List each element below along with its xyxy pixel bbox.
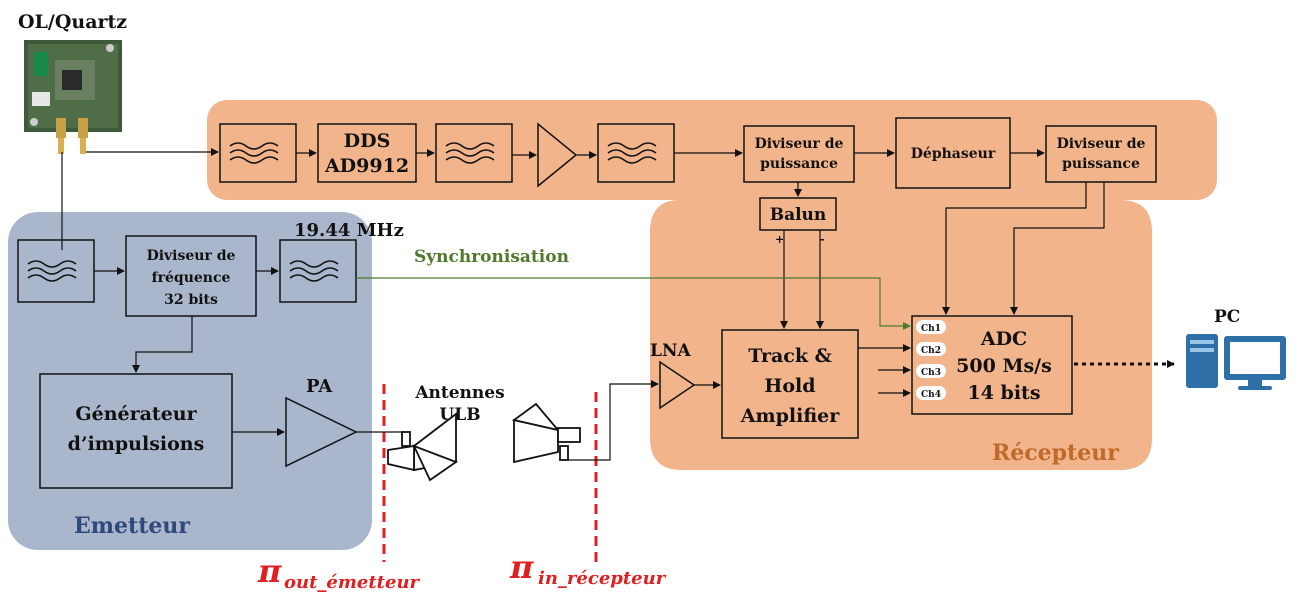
recepteur-label: Récepteur bbox=[992, 440, 1119, 466]
connections bbox=[61, 148, 1105, 461]
div-frequence-line2: fréquence bbox=[152, 270, 231, 286]
balun-label: Balun bbox=[770, 205, 827, 225]
plane-in-subscript: in_récepteur bbox=[538, 568, 667, 589]
lna-label: LNA bbox=[650, 341, 691, 361]
diviseur-frequence-block bbox=[125, 235, 257, 317]
ol-quartz-label: OL/Quartz bbox=[18, 11, 127, 33]
diviseur-puissance-2 bbox=[1045, 125, 1157, 183]
filter-emetteur-1 bbox=[17, 239, 95, 303]
pa-label: PA bbox=[306, 376, 333, 397]
freq-label: 19.44 MHz bbox=[294, 220, 404, 241]
plane-out-subscript: out_émetteur bbox=[284, 572, 421, 593]
adc-line2: 500 Ms/s bbox=[956, 355, 1052, 377]
antennes-line1: Antennes bbox=[414, 383, 504, 403]
filter-3 bbox=[597, 123, 675, 183]
sync-label: Synchronisation bbox=[414, 247, 569, 267]
ch3-label: Ch3 bbox=[921, 368, 941, 378]
lna-triangle bbox=[659, 360, 696, 410]
ch4-label: Ch4 bbox=[921, 390, 941, 400]
balun-minus: - bbox=[820, 233, 825, 246]
adc-line3: 14 bits bbox=[967, 382, 1040, 404]
div-puissance-1-line2: puissance bbox=[760, 156, 838, 172]
diviseur-puissance-1 bbox=[743, 125, 855, 183]
div-frequence-line3: 32 bits bbox=[164, 292, 218, 308]
filter-2 bbox=[435, 123, 513, 183]
plane-out-symbol: π bbox=[257, 552, 282, 590]
div-puissance-2-line1: Diviseur de bbox=[1057, 136, 1146, 152]
div-puissance-2-line2: puissance bbox=[1062, 156, 1140, 172]
balun-block bbox=[759, 197, 837, 231]
dds-label-2: AD9912 bbox=[324, 155, 409, 177]
track-hold-line2: Hold bbox=[764, 375, 815, 397]
amplifier-triangle bbox=[537, 122, 578, 188]
ch1-label: Ch1 bbox=[921, 324, 941, 334]
track-hold-block bbox=[721, 329, 859, 439]
channel-badges: Ch1 Ch2 Ch3 Ch4 bbox=[916, 320, 946, 400]
pc-label: PC bbox=[1214, 307, 1240, 327]
generateur-line1: Générateur bbox=[75, 403, 197, 425]
pa-triangle bbox=[285, 396, 358, 468]
antenna-rx-icon bbox=[511, 402, 581, 464]
filter-emetteur-2 bbox=[279, 239, 357, 303]
ol-quartz-board-icon bbox=[24, 40, 122, 154]
dephaseur-block bbox=[895, 117, 1011, 189]
plane-in-symbol: π bbox=[509, 548, 534, 586]
div-frequence-line1: Diviseur de bbox=[147, 248, 236, 264]
balun-plus: + bbox=[775, 233, 784, 246]
adc-line1: ADC bbox=[980, 328, 1027, 350]
pc-icon bbox=[1186, 334, 1286, 390]
dephaseur-label: Déphaseur bbox=[911, 146, 996, 162]
div-puissance-1-line1: Diviseur de bbox=[755, 136, 844, 152]
emetteur-label: Emetteur bbox=[74, 513, 190, 539]
sync-line bbox=[356, 277, 911, 330]
ch2-label: Ch2 bbox=[921, 346, 941, 356]
generateur-block bbox=[39, 373, 233, 489]
antennes-line2: ULB bbox=[439, 405, 480, 425]
track-hold-line1: Track & bbox=[748, 345, 832, 367]
dds-label-1: DDS bbox=[344, 130, 391, 152]
filter-1 bbox=[219, 123, 297, 183]
track-hold-line3: Amplifier bbox=[740, 405, 840, 427]
antenna-tx-icon bbox=[387, 412, 458, 482]
generateur-line2: d’impulsions bbox=[68, 433, 205, 455]
